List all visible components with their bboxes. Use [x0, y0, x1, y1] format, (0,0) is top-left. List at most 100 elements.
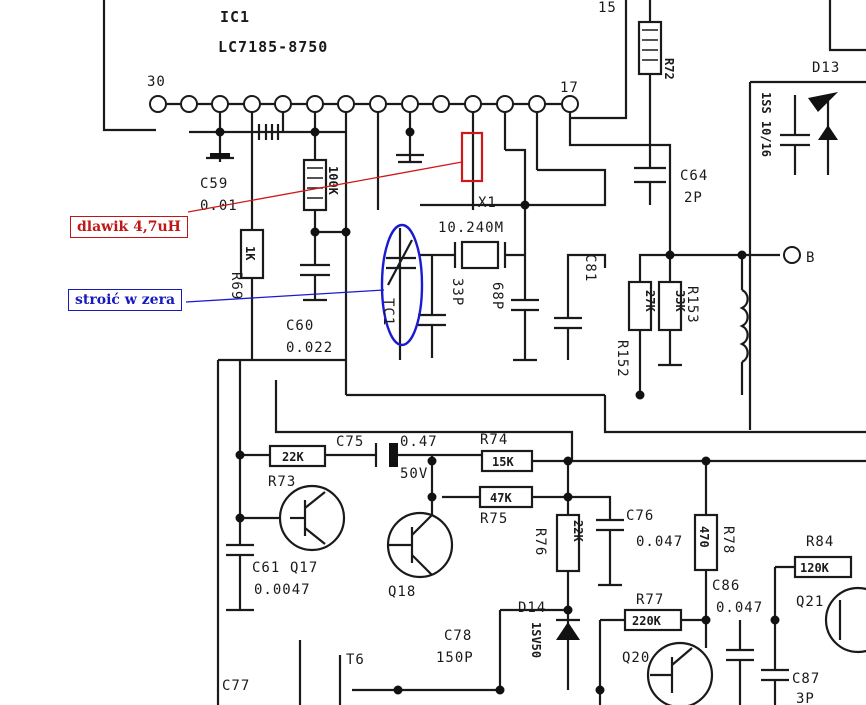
ic1-body [102, 0, 628, 132]
c87-value: 3P [796, 691, 815, 705]
q18-label: Q18 [388, 584, 416, 600]
c64-label: C64 [680, 168, 708, 184]
c64-value: 2P [684, 190, 703, 206]
r69-value: 1K [243, 246, 257, 261]
c61-label: C61 [252, 560, 280, 576]
capacitor-c86 [726, 620, 754, 705]
c75-label: C75 [336, 434, 364, 450]
d13-label: D13 [812, 60, 840, 76]
d13-part: 1SS 10/16 [759, 92, 773, 157]
c60-label: C60 [286, 318, 314, 334]
choke-marker [460, 131, 484, 210]
r73-label: R73 [268, 474, 296, 490]
resistor-r74 [480, 449, 534, 473]
tc1-label: TC1 [380, 298, 396, 326]
q17-label: Q17 [290, 560, 318, 576]
r75-value: 47K [490, 491, 512, 505]
r75-label: R75 [480, 511, 508, 527]
coil-l [739, 255, 749, 395]
trimmer-tc1[interactable] [380, 223, 424, 360]
r84-label: R84 [806, 534, 834, 550]
resistor-r84 [773, 555, 853, 670]
capacitor-c59 [206, 153, 234, 162]
c62-label: 33P [449, 278, 465, 306]
node-b-label: B [806, 250, 815, 266]
c78-value: 150P [436, 650, 474, 666]
junction-dots [215, 127, 780, 695]
capacitor-c62 [418, 255, 446, 358]
ground-symbols [396, 153, 424, 164]
transistor-q21 [824, 586, 866, 654]
capacitor-c63 [511, 205, 539, 362]
capacitor-c61 [226, 543, 254, 612]
transformer-t6 [298, 640, 500, 705]
c76-value: 0.047 [636, 534, 683, 550]
resistor-r76 [555, 513, 581, 610]
capacitor-c76 [596, 518, 624, 587]
r74-value: 15K [492, 455, 514, 469]
r74-label: R74 [480, 432, 508, 448]
c76-label: C76 [626, 508, 654, 524]
c60-value: 0.022 [286, 340, 333, 356]
capacitor-c60 [300, 232, 330, 302]
c75-value: 0.47 [400, 434, 438, 450]
ic1-ref: IC1 [220, 8, 250, 26]
transistor-q17 [278, 484, 346, 552]
tune-annotation: stroić w zera [68, 289, 183, 311]
diode-d13 [748, 0, 866, 430]
r77-label: R77 [636, 592, 664, 608]
capacitor-c81 [554, 253, 607, 360]
c63-label: 68P [489, 282, 505, 310]
r78-value: 470 [697, 526, 711, 548]
c87-label: C87 [792, 671, 820, 687]
choke-leader-line [187, 161, 463, 213]
resistors-r152-r153 [627, 246, 801, 395]
ic1-pin-30: 30 [147, 74, 166, 90]
c61-value: 0.0047 [254, 582, 311, 598]
ic1-pins [149, 95, 579, 113]
q20-label: Q20 [622, 650, 650, 666]
crystal-x1 [420, 240, 525, 270]
bus-capacitors [257, 124, 280, 140]
capacitor-c87 [761, 668, 789, 705]
choke-annotation: dlawik 4,7uH [70, 216, 188, 238]
t6-label: T6 [346, 652, 365, 668]
resistor-r75 [478, 485, 534, 509]
x1-value: 10.240M [438, 220, 504, 236]
r69-label: R69 [228, 272, 244, 300]
capacitor-c75 [374, 443, 398, 467]
d14-label: D14 [518, 600, 546, 616]
diode-d14 [498, 608, 580, 690]
d14-part: 1SV50 [529, 622, 543, 658]
transistor-q20 [646, 620, 714, 705]
r76-label: R76 [532, 528, 548, 556]
capacitor-c64 [634, 166, 666, 205]
resistor-r71 [302, 150, 346, 234]
c86-value: 0.047 [716, 600, 763, 616]
r152-value: 27K [643, 290, 657, 312]
q21-label: Q21 [796, 594, 824, 610]
c86-label: C86 [712, 578, 740, 594]
transistor-q18 [386, 455, 454, 579]
r153-label: R153 [684, 286, 700, 324]
pin-wires [189, 112, 672, 397]
r76-value: 22K [571, 520, 585, 542]
ic1-part: LC7185-8750 [218, 38, 328, 56]
r73-value: 22K [282, 450, 304, 464]
r84-value: 120K [800, 561, 830, 575]
r72-label: R72 [662, 58, 676, 80]
c78-label: C78 [444, 628, 472, 644]
ic1-pin-15: 15 [598, 0, 617, 16]
r153-value: 33K [673, 290, 687, 312]
tune-leader-line [185, 289, 385, 303]
resistor-r72 [637, 0, 663, 168]
ic1-pin-17: 17 [560, 80, 579, 96]
resistor-r78 [693, 513, 719, 620]
r78-label: R78 [720, 526, 736, 554]
resistor-r69 [239, 132, 265, 360]
c81-label: C81 [582, 254, 598, 282]
c77-label: C77 [222, 678, 250, 694]
x1-label: X1 [478, 195, 497, 211]
lower-wiring [216, 358, 866, 705]
